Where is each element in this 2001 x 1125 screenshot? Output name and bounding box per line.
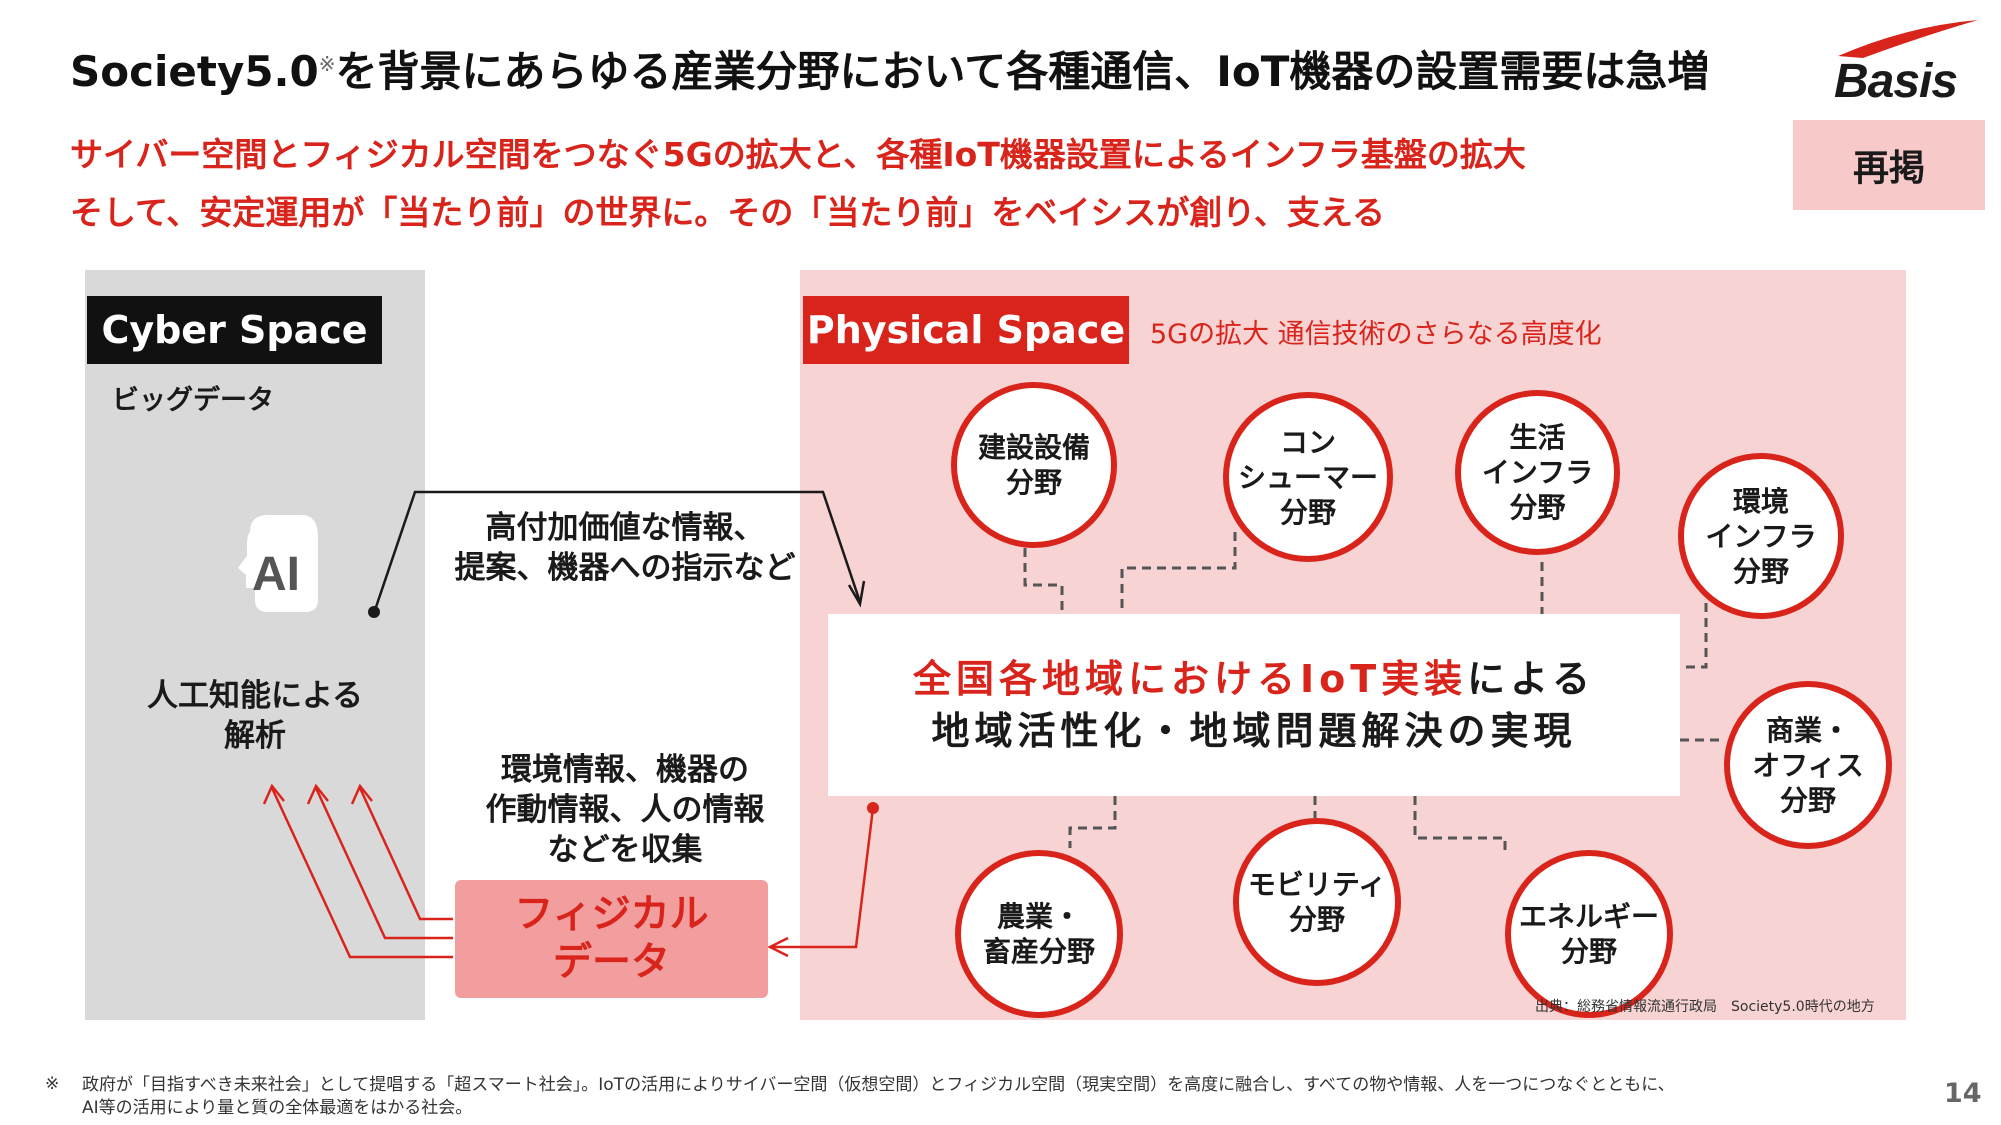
cyber-space-label: Cyber Space xyxy=(87,296,382,364)
source-note: 出典：総務省情報流通行政局 Society5.0時代の地方 xyxy=(1535,999,1875,1015)
ai-head-icon xyxy=(238,515,318,612)
data-to-ai-arrows xyxy=(262,783,453,959)
logo-text: Basis xyxy=(1834,55,1958,108)
footnote-text: 政府が「目指すべき未来社会」として提唱する「超スマート社会」。IoTの活用により… xyxy=(82,1075,1675,1118)
circle-living-infra: 生活 インフラ 分野 xyxy=(1455,390,1620,555)
dashed-connectors xyxy=(1023,532,1724,856)
bottom-red-arrow xyxy=(767,807,875,958)
big-data-label: ビッグデータ xyxy=(112,385,274,416)
circle-environment-infra: 環境 インフラ 分野 xyxy=(1678,453,1844,619)
basis-logo: Basis xyxy=(1828,18,1988,108)
bottom-arrow-start-dot xyxy=(867,802,879,814)
repost-badge: 再掲 xyxy=(1793,120,1985,210)
top-arrow xyxy=(373,490,866,611)
collection-text: 環境情報、機器の 作動情報、人の情報 などを収集 xyxy=(485,752,765,868)
central-message-box: 全国各地域におけるIoT実装による 地域活性化・地域問題解決の実現 xyxy=(828,614,1680,796)
page-title: Society5.0※を背景にあらゆる産業分野において各種通信、IoT機器の設置… xyxy=(70,47,1710,96)
feedback-text: 高付加価値な情報、 提案、機器への指示など xyxy=(454,510,796,586)
physical-space-label: Physical Space xyxy=(803,296,1129,364)
circle-construction: 建設設備 分野 xyxy=(951,382,1117,548)
physical-space-note: 5Gの拡大 通信技術のさらなる高度化 xyxy=(1150,319,1602,350)
top-arrow-start-dot xyxy=(368,606,380,618)
circle-commerce-office: 商業・ オフィス 分野 xyxy=(1724,681,1892,849)
page-number: 14 xyxy=(1944,1078,1982,1109)
circle-mobility: モビリティ 分野 xyxy=(1233,818,1401,986)
circle-consumer: コン シューマー 分野 xyxy=(1223,392,1393,562)
circle-energy: エネルギー 分野 xyxy=(1505,850,1673,1018)
cyber-space-panel xyxy=(85,270,425,1020)
subtitle-line-1: サイバー空間とフィジカル空間をつなぐ5Gの拡大と、各種IoT機器設置によるインフ… xyxy=(70,135,1526,174)
title-footnote-mark: ※ xyxy=(318,52,336,76)
circle-agriculture: 農業・ 畜産分野 xyxy=(955,850,1123,1018)
footnote-mark: ※ xyxy=(45,1074,60,1094)
ai-head-label: AI xyxy=(252,548,300,601)
subtitle-line-2: そして、安定運用が「当たり前」の世界に。その「当たり前」をベイシスが創り、支える xyxy=(70,193,1386,232)
central-message-red: 全国各地域におけるIoT実装 xyxy=(912,657,1468,701)
ai-analysis-text: 人工知能による 解析 xyxy=(146,678,364,754)
central-message-line2: 地域活性化・地域問題解決の実現 xyxy=(931,709,1577,753)
physical-data-box: フィジカル データ xyxy=(455,880,768,998)
logo-swoosh-icon xyxy=(1838,20,1978,58)
central-message-black: による xyxy=(1467,657,1596,701)
